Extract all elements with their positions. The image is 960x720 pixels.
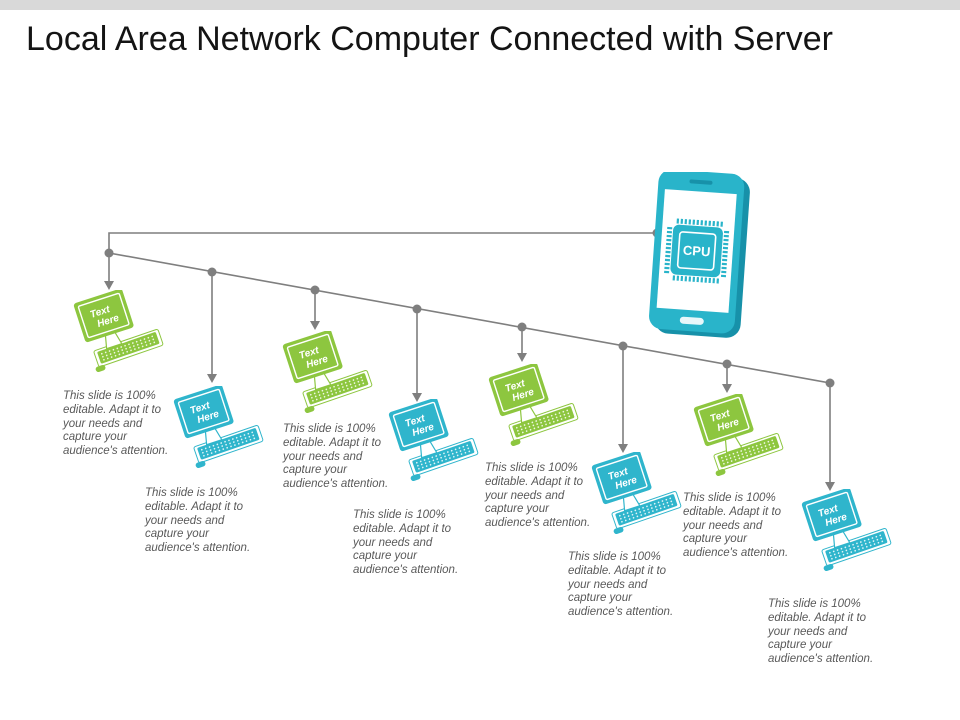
bus-line bbox=[108, 232, 657, 253]
monitor-screen bbox=[173, 384, 234, 439]
monitor-screen bbox=[591, 450, 652, 505]
computer-icon: Text Here bbox=[388, 397, 479, 481]
cpu-chip-body bbox=[670, 224, 723, 278]
phone-speaker-icon bbox=[689, 179, 713, 185]
computer-node: Text Here bbox=[73, 288, 173, 372]
node-description: This slide is 100% editable. Adapt it to… bbox=[145, 487, 251, 555]
computer-icon: Text Here bbox=[801, 487, 892, 571]
node-description: This slide is 100% editable. Adapt it to… bbox=[768, 598, 874, 666]
server-phone: CPU bbox=[648, 169, 762, 357]
arrowhead-icon bbox=[310, 321, 320, 330]
computer-node: Text Here bbox=[282, 329, 382, 413]
monitor-icon: Text Here bbox=[693, 392, 754, 454]
mouse-icon bbox=[195, 460, 206, 468]
computer-icon: Text Here bbox=[73, 288, 164, 372]
arrowhead-icon bbox=[825, 482, 835, 491]
cpu-label: CPU bbox=[682, 243, 710, 260]
server-phone-icon: CPU bbox=[649, 169, 750, 338]
diagonal-bus-line bbox=[108, 252, 831, 384]
top-bar bbox=[0, 0, 960, 10]
monitor-icon: Text Here bbox=[801, 487, 862, 549]
arrowhead-icon bbox=[412, 393, 422, 402]
phone-home-button bbox=[679, 316, 704, 325]
mouse-icon bbox=[613, 526, 624, 534]
node-description: This slide is 100% editable. Adapt it to… bbox=[283, 423, 389, 491]
monitor-bezel bbox=[805, 491, 858, 538]
monitor-icon: Text Here bbox=[173, 384, 234, 446]
arrowhead-icon bbox=[618, 444, 628, 453]
monitor-bezel bbox=[595, 454, 648, 501]
monitor-bezel bbox=[286, 333, 339, 380]
monitor-screen bbox=[801, 487, 862, 542]
monitor-bezel bbox=[492, 366, 545, 413]
monitor-screen bbox=[282, 329, 343, 384]
node-description: This slide is 100% editable. Adapt it to… bbox=[485, 462, 591, 530]
computer-node: Text Here bbox=[591, 450, 691, 534]
mouse-icon bbox=[510, 438, 521, 446]
monitor-icon: Text Here bbox=[282, 329, 343, 391]
computer-icon: Text Here bbox=[173, 384, 264, 468]
keyboard-icon bbox=[193, 424, 264, 468]
arrowhead-icon bbox=[517, 353, 527, 362]
keyboard-icon bbox=[611, 490, 682, 534]
node-description: This slide is 100% editable. Adapt it to… bbox=[353, 509, 459, 577]
keyboard-icon bbox=[302, 369, 373, 413]
keyboard-icon bbox=[508, 402, 579, 446]
computer-node: Text Here bbox=[488, 362, 588, 446]
monitor-screen bbox=[73, 288, 134, 343]
mouse-icon bbox=[823, 563, 834, 571]
monitor-bezel bbox=[77, 292, 130, 339]
cpu-chip-inner-frame bbox=[676, 231, 717, 271]
monitor-bezel bbox=[392, 401, 445, 448]
computer-icon: Text Here bbox=[591, 450, 682, 534]
keyboard-icon bbox=[821, 527, 892, 571]
mouse-icon bbox=[304, 405, 315, 413]
cpu-chip-icon: CPU bbox=[664, 218, 730, 284]
arrowhead-icon bbox=[722, 384, 732, 393]
monitor-icon: Text Here bbox=[388, 397, 449, 459]
computer-icon: Text Here bbox=[282, 329, 373, 413]
monitor-bezel bbox=[177, 388, 230, 435]
monitor-bezel bbox=[697, 396, 750, 443]
computer-node: Text Here bbox=[173, 384, 273, 468]
slide-title: Local Area Network Computer Connected wi… bbox=[26, 20, 833, 58]
computer-node: Text Here bbox=[801, 487, 901, 571]
computer-icon: Text Here bbox=[693, 392, 784, 476]
monitor-icon: Text Here bbox=[488, 362, 549, 424]
mouse-icon bbox=[95, 364, 106, 372]
keyboard-icon bbox=[713, 432, 784, 476]
monitor-icon: Text Here bbox=[73, 288, 134, 350]
monitor-screen bbox=[488, 362, 549, 417]
node-description: This slide is 100% editable. Adapt it to… bbox=[63, 390, 169, 458]
arrowhead-icon bbox=[104, 281, 114, 290]
monitor-screen bbox=[388, 397, 449, 452]
node-description: This slide is 100% editable. Adapt it to… bbox=[683, 492, 789, 560]
node-description: This slide is 100% editable. Adapt it to… bbox=[568, 551, 674, 619]
arrowhead-icon bbox=[207, 374, 217, 383]
mouse-icon bbox=[715, 468, 726, 476]
mouse-icon bbox=[410, 473, 421, 481]
cpu-chip-pins bbox=[664, 218, 730, 284]
monitor-icon: Text Here bbox=[591, 450, 652, 512]
computer-node: Text Here bbox=[388, 397, 488, 481]
computer-icon: Text Here bbox=[488, 362, 579, 446]
monitor-screen bbox=[693, 392, 754, 447]
keyboard-icon bbox=[408, 437, 479, 481]
computer-node: Text Here bbox=[693, 392, 793, 476]
keyboard-icon bbox=[93, 328, 164, 372]
